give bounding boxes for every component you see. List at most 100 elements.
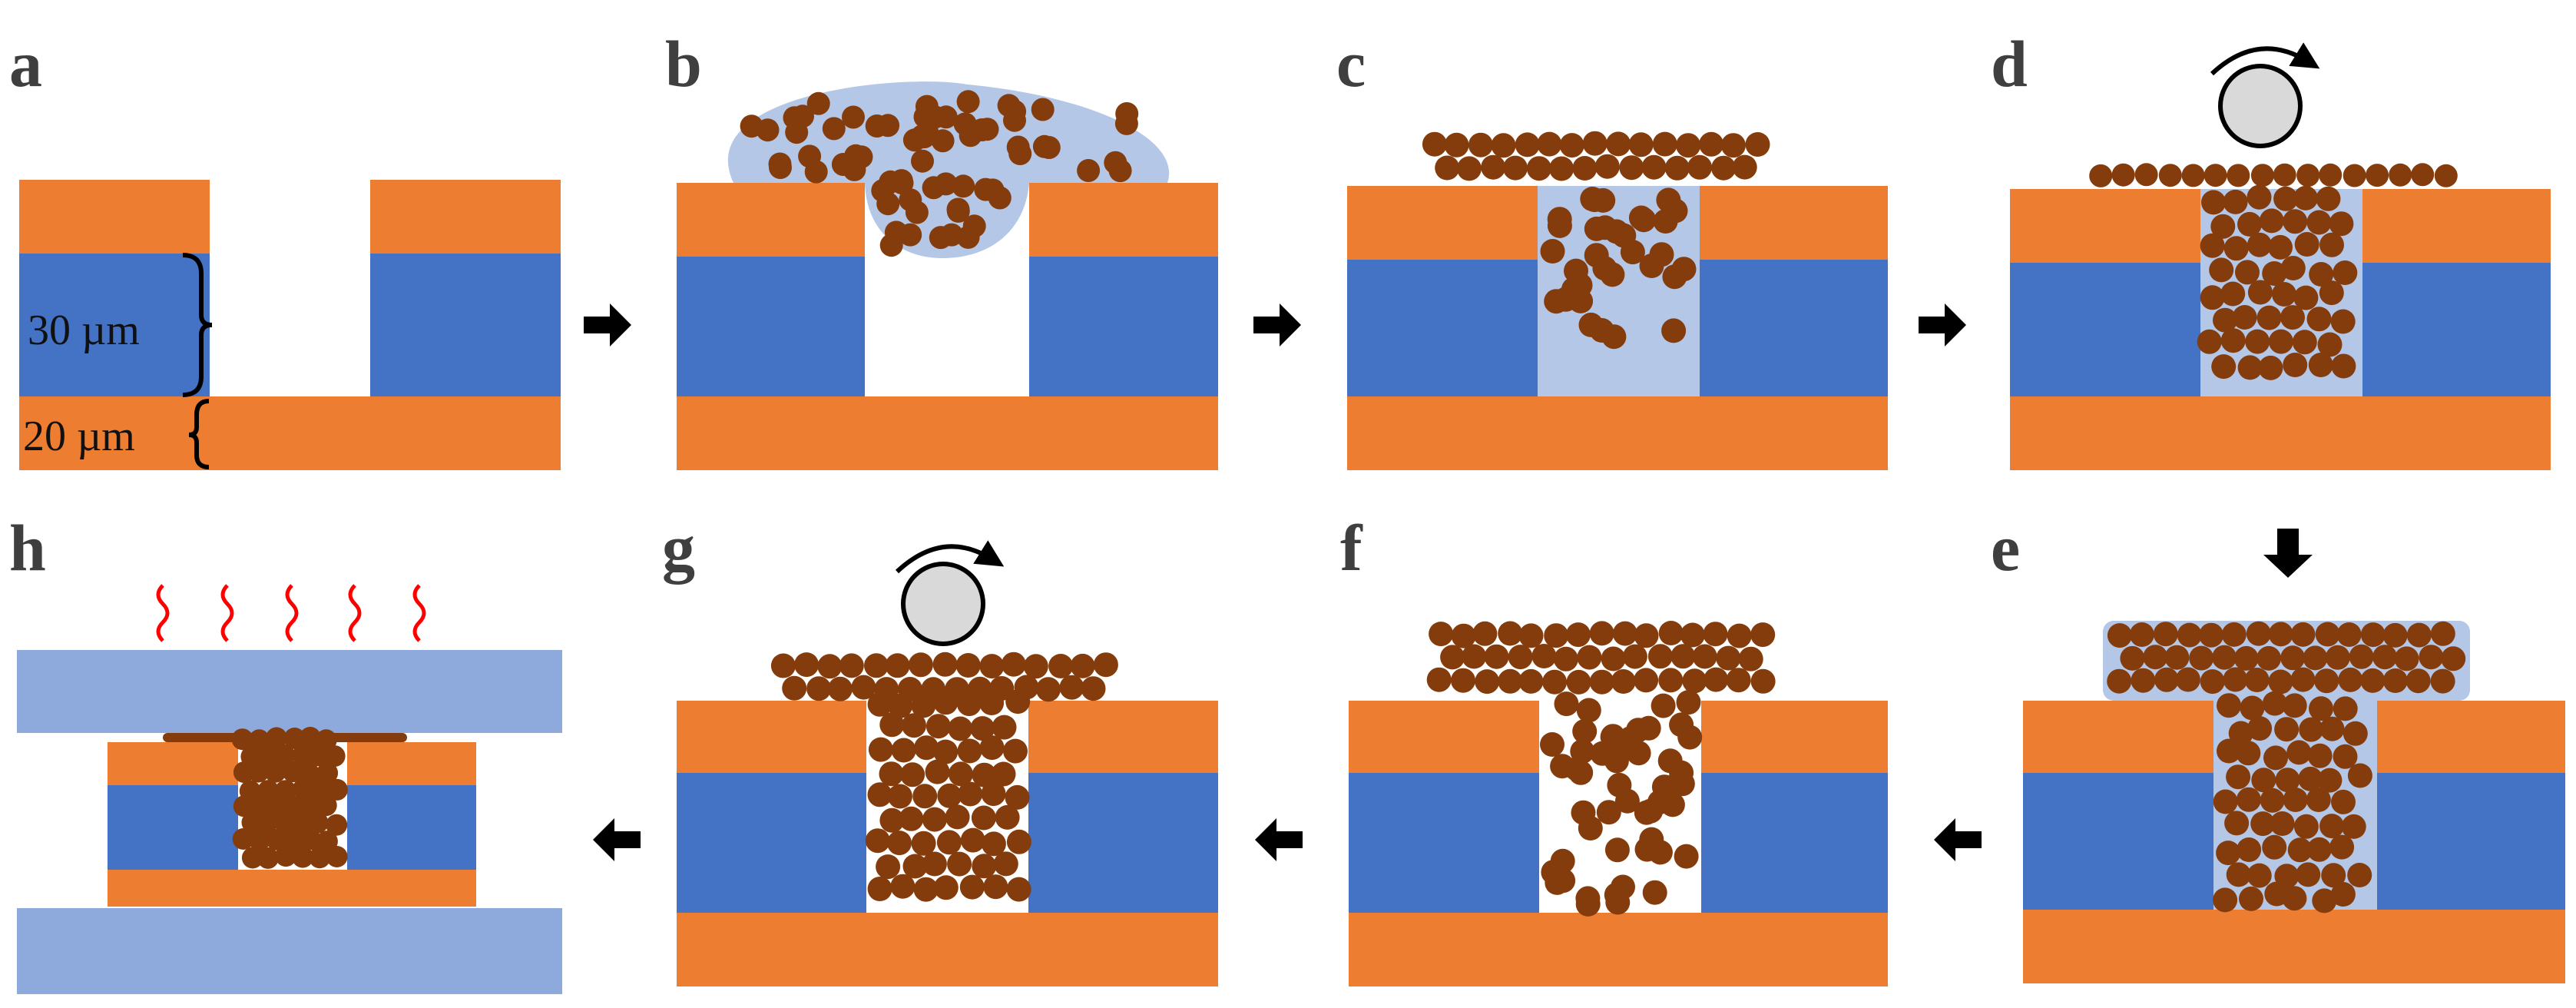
particle xyxy=(948,761,973,787)
particle xyxy=(2256,305,2282,330)
particle xyxy=(2251,768,2276,793)
particle xyxy=(888,693,913,718)
arrow-right-icon xyxy=(584,303,631,346)
particle xyxy=(740,114,763,138)
particle xyxy=(2181,164,2205,187)
b-particles xyxy=(740,90,1139,257)
particle xyxy=(959,874,985,900)
particle xyxy=(876,854,901,880)
particle xyxy=(2406,622,2432,648)
particle xyxy=(2411,163,2435,187)
particle xyxy=(1566,669,1591,695)
particle xyxy=(2434,164,2458,187)
particle xyxy=(2325,645,2350,670)
particle xyxy=(2283,353,2308,377)
particle xyxy=(2204,164,2227,187)
particle xyxy=(299,727,321,748)
particle xyxy=(839,653,864,678)
f-particles xyxy=(1426,621,1776,917)
particle xyxy=(2347,763,2372,788)
panel-label-b: b xyxy=(665,27,702,101)
particle xyxy=(2236,787,2261,812)
particle xyxy=(2274,864,2300,889)
particle xyxy=(1664,155,1690,181)
particle xyxy=(1081,676,1106,701)
particle xyxy=(1750,622,1776,648)
particle xyxy=(2236,741,2261,766)
particle xyxy=(2154,667,2179,692)
particle xyxy=(1426,667,1452,692)
c-left-top xyxy=(1347,186,1538,260)
particle xyxy=(2330,882,2356,907)
particle xyxy=(1468,132,1493,158)
particle xyxy=(1554,286,1579,311)
heat-wave-icon xyxy=(348,584,362,642)
particle xyxy=(2158,164,2182,187)
particle xyxy=(1669,760,1694,785)
particle xyxy=(2247,232,2272,257)
particle xyxy=(1647,644,1673,669)
particle xyxy=(1680,622,1705,648)
particle xyxy=(1589,621,1614,646)
particle xyxy=(948,716,973,741)
particle xyxy=(916,120,939,144)
particle xyxy=(2237,837,2262,862)
panel-label-c: c xyxy=(1336,27,1366,101)
particle xyxy=(241,847,263,869)
g-bottom xyxy=(677,913,1218,986)
particle xyxy=(2263,745,2288,771)
particle xyxy=(983,874,1008,900)
particle xyxy=(2319,232,2344,257)
particle xyxy=(1006,877,1031,902)
c-right-middle xyxy=(1700,260,1888,396)
particle xyxy=(257,847,279,869)
particle xyxy=(2273,163,2296,187)
particle xyxy=(925,759,950,784)
particle xyxy=(282,761,304,783)
particle xyxy=(991,761,1016,787)
particle xyxy=(2226,764,2251,790)
dimension-label-30um: 30 µm xyxy=(28,307,140,354)
particle xyxy=(326,814,348,836)
particle xyxy=(2258,355,2283,380)
particle xyxy=(292,778,314,800)
particle xyxy=(1727,623,1752,648)
particle xyxy=(2262,261,2287,286)
particle xyxy=(933,739,959,764)
particle xyxy=(2246,621,2271,646)
particle xyxy=(2120,645,2145,671)
particle xyxy=(1422,131,1447,157)
particle xyxy=(2197,329,2222,354)
particle xyxy=(2209,257,2234,283)
c-right-top xyxy=(1700,186,1888,260)
heat-wave-icon xyxy=(156,584,170,642)
particle xyxy=(885,653,910,678)
d-right-middle xyxy=(2362,263,2551,396)
particle xyxy=(791,104,814,128)
particle xyxy=(2274,717,2300,742)
particle xyxy=(2273,186,2299,211)
particle xyxy=(981,831,1006,857)
heat-waves xyxy=(156,584,426,642)
particle xyxy=(1687,154,1712,180)
g-particles xyxy=(770,652,1118,902)
particle xyxy=(1491,133,1516,158)
particle xyxy=(2296,862,2321,887)
particle xyxy=(956,90,980,114)
particle xyxy=(1692,644,1717,669)
particle xyxy=(2111,163,2135,187)
particle xyxy=(1498,668,1523,694)
particle xyxy=(273,744,296,766)
particle xyxy=(1634,623,1659,648)
d-particles xyxy=(2089,163,2458,380)
particle xyxy=(915,94,939,118)
particle xyxy=(2213,887,2238,913)
particle xyxy=(248,829,270,851)
particle xyxy=(299,828,321,850)
panel-label-g: g xyxy=(662,511,695,585)
particle xyxy=(2250,811,2276,837)
particle xyxy=(2280,645,2306,671)
top-press-plate xyxy=(17,650,562,733)
particle xyxy=(1575,891,1601,917)
particle xyxy=(947,851,972,877)
